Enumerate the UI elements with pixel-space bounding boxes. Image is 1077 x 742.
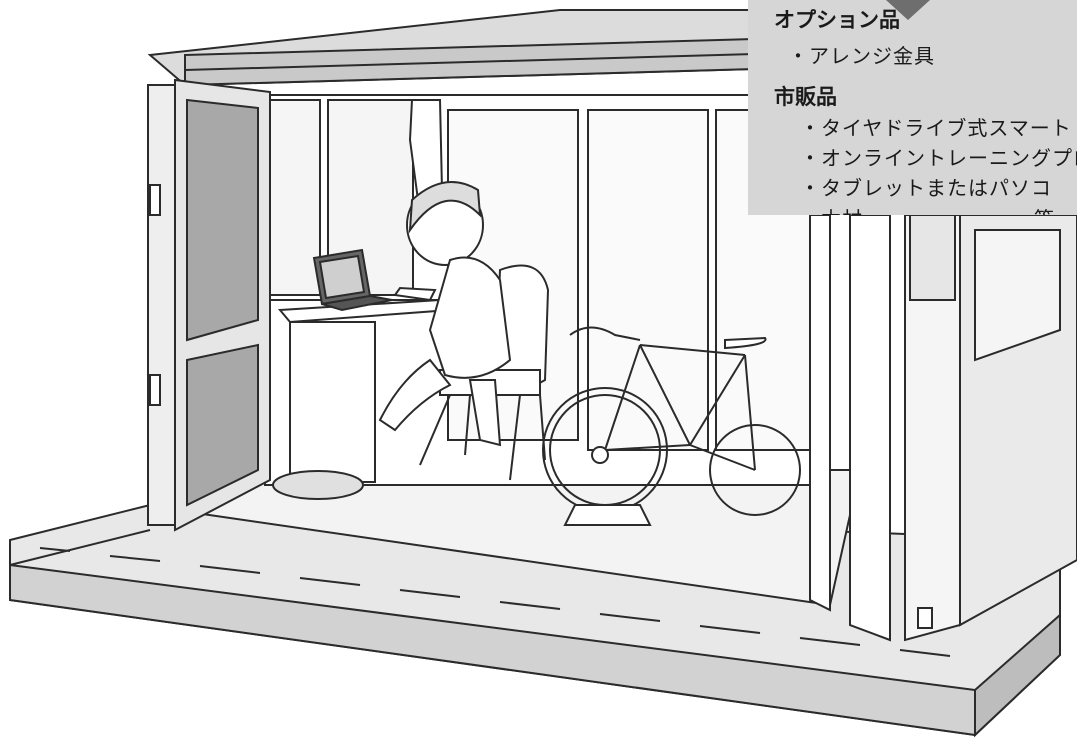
commercial-item: ・タイヤドライブ式スマート [800,116,1072,140]
commercial-heading: 市販品 [774,85,837,109]
desk [277,298,453,483]
bicycle [542,326,801,526]
left-folding-door [147,78,271,532]
right-folding-door [809,214,1077,642]
callout-pointer-icon [886,0,930,20]
commercial-item: ・オンライントレーニングプロ [800,146,1077,170]
laptop [312,248,393,312]
parts-list-callout: オプション品 ・アレンジ金具 市販品 ・タイヤドライブ式スマート ・オンライント… [748,0,1077,215]
scale [272,470,364,500]
commercial-item: ・木材 [800,207,863,215]
slab-dashes [39,547,951,657]
person [378,181,512,447]
etc-label: 等 [1034,207,1054,215]
options-heading: オプション品 [774,8,900,32]
options-item: ・アレンジ金具 [788,44,935,68]
commercial-item: ・タブレットまたはパソコ [800,176,1052,200]
